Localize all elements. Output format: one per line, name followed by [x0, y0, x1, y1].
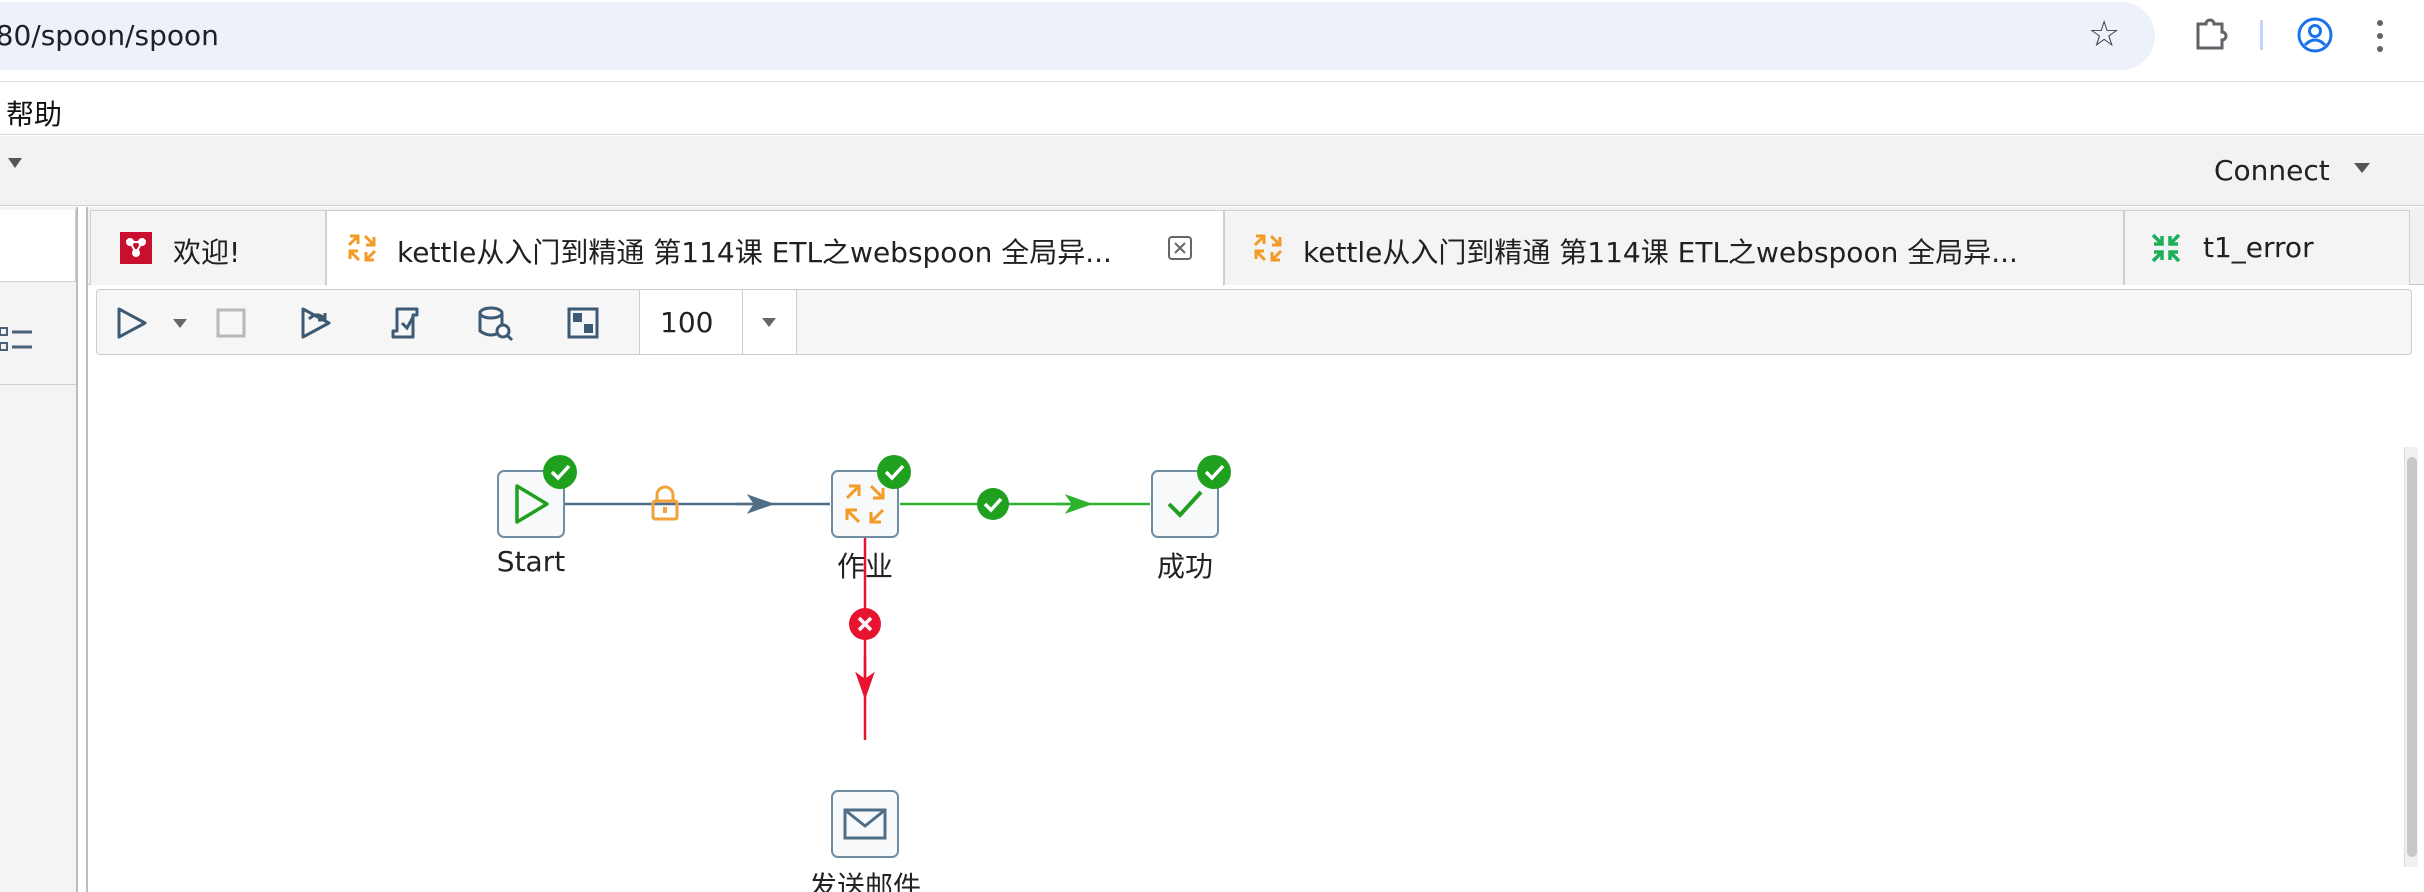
tab-label: kettle从入门到精通 第114课 ETL之webspoon 全局异... — [397, 236, 1112, 269]
explore-db-icon[interactable] — [475, 303, 515, 343]
status-success-icon — [1197, 455, 1231, 489]
mail-icon — [843, 808, 887, 840]
address-bar[interactable]: 3080/spoon/spoon — [0, 2, 2155, 70]
bookmark-star-icon[interactable]: ☆ — [2088, 14, 2121, 55]
layout-icon[interactable] — [563, 303, 603, 343]
job-icon — [347, 234, 377, 262]
stop-icon[interactable] — [211, 303, 251, 343]
tab-label: 欢迎! — [173, 236, 241, 269]
close-icon[interactable] — [1167, 235, 1193, 261]
node-label: 发送邮件 — [808, 870, 921, 892]
replay-icon[interactable] — [297, 303, 337, 343]
browser-menu-icon[interactable] — [2374, 18, 2386, 54]
status-success-icon — [877, 455, 911, 489]
tab-transformation[interactable]: t1_error — [2124, 210, 2410, 285]
left-panel — [0, 207, 78, 892]
zoom-input[interactable]: 100 — [660, 306, 714, 339]
node-label: 成功 — [1156, 550, 1213, 583]
welcome-icon — [120, 232, 152, 264]
node-job[interactable] — [831, 470, 899, 538]
menu-bar: 帮助 — [0, 83, 2424, 135]
success-hop-icon — [977, 488, 1009, 520]
node-mail[interactable] — [831, 790, 899, 858]
tab-job-active[interactable]: kettle从入门到精通 第114课 ETL之webspoon 全局异... — [326, 210, 1224, 286]
zoom-dropdown-icon[interactable] — [762, 318, 776, 327]
connect-button[interactable]: Connect — [2214, 154, 2330, 187]
zoom-combo[interactable]: 100 — [639, 290, 797, 354]
failure-hop-icon — [849, 608, 881, 640]
lock-icon — [651, 485, 679, 521]
zoom-divider — [742, 290, 743, 354]
run-icon[interactable] — [111, 303, 151, 343]
tab-welcome[interactable]: 欢迎! — [90, 210, 326, 285]
canvas-toolbar: 100 — [96, 289, 2412, 355]
transformation-icon — [2151, 233, 2181, 263]
job-icon — [1253, 234, 1283, 262]
job-icon — [845, 484, 885, 524]
url-text[interactable]: 3080/spoon/spoon — [0, 19, 219, 52]
hops-layer — [565, 494, 1150, 740]
job-editor: 欢迎! kettle从入门到精通 第114课 ETL之webspoon 全局异.… — [86, 207, 2424, 892]
check-icon[interactable] — [387, 303, 427, 343]
vertical-scrollbar[interactable] — [2404, 447, 2418, 867]
toolbar-divider — [2260, 20, 2263, 50]
tab-label: kettle从入门到精通 第114课 ETL之webspoon 全局异... — [1303, 236, 2018, 269]
left-panel-tab[interactable] — [0, 210, 76, 282]
status-success-icon — [543, 455, 577, 489]
chevron-down-icon[interactable] — [8, 158, 22, 168]
job-canvas[interactable]: Start 作业 — [96, 357, 2412, 892]
tree-expand-icon[interactable] — [0, 325, 40, 355]
menu-help[interactable]: 帮助 — [6, 98, 63, 131]
tab-label: t1_error — [2203, 231, 2314, 264]
success-icon — [1167, 490, 1203, 518]
browser-toolbar: 3080/spoon/spoon ☆ — [0, 0, 2424, 82]
scrollbar-thumb[interactable] — [2407, 457, 2417, 857]
connect-dropdown-icon[interactable] — [2354, 163, 2370, 173]
left-panel-toolbar — [0, 295, 76, 385]
start-icon — [515, 484, 549, 524]
editor-tabs: 欢迎! kettle从入门到精通 第114课 ETL之webspoon 全局异.… — [88, 207, 2424, 286]
node-label: 作业 — [836, 550, 893, 583]
extensions-icon[interactable] — [2190, 14, 2230, 54]
run-options-icon[interactable] — [173, 319, 187, 328]
perspective-toolbar: Connect — [0, 136, 2424, 206]
tab-job[interactable]: kettle从入门到精通 第114课 ETL之webspoon 全局异... — [1224, 210, 2124, 285]
node-label: Start — [496, 545, 566, 578]
profile-icon[interactable] — [2296, 16, 2334, 54]
